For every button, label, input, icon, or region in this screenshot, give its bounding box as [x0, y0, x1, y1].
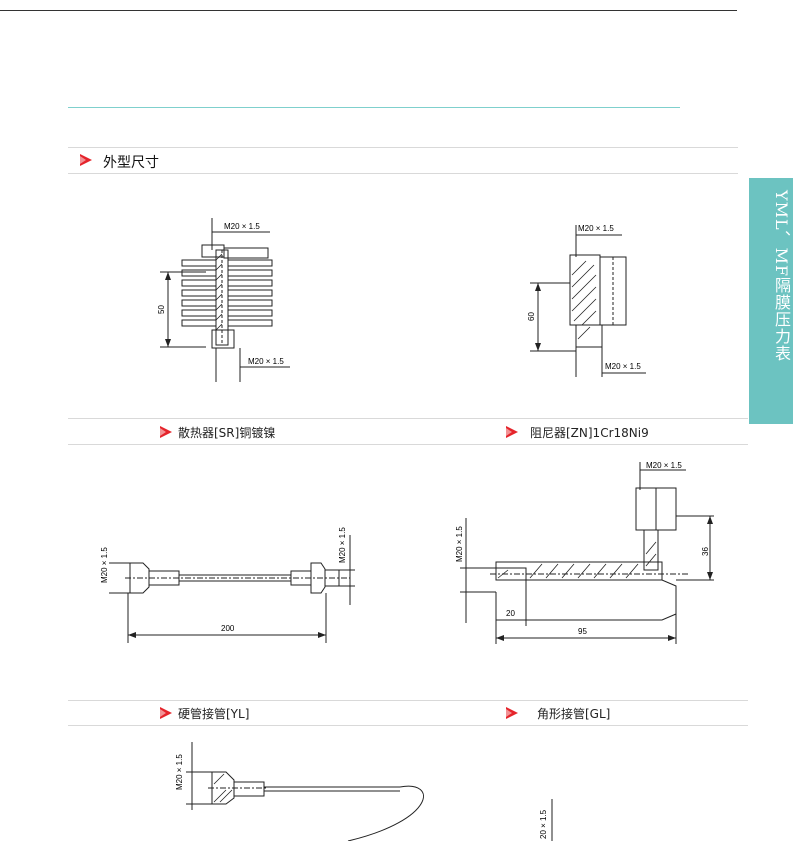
- angle-pipe-drawing: M20 × 1.5 M20 × 1.5 36 20 95: [455, 461, 714, 644]
- caption-rule-2-bottom: [68, 725, 748, 726]
- caption-rule-1-bottom: [68, 444, 748, 445]
- side-tab: YML、MF隔膜压力表: [749, 178, 793, 424]
- angle-left-thread-label: M20 × 1.5: [455, 526, 464, 562]
- damper-top-thread-label: M20 × 1.5: [578, 224, 614, 233]
- page-top-rule: [0, 10, 737, 11]
- caption-rule-2-top: [68, 700, 748, 701]
- caption-rigid-pipe: 硬管接管[YL]: [178, 707, 250, 721]
- bottom-left-thread-label: M20 × 1.5: [175, 754, 184, 790]
- rigid-length-label: 200: [221, 624, 235, 633]
- section-rule-top: [68, 147, 738, 148]
- rigid-right-thread-label: M20 × 1.5: [338, 527, 347, 563]
- caption-marker-icon: [160, 426, 172, 438]
- section-marker-icon: [80, 154, 92, 166]
- angle-top-thread-label: M20 × 1.5: [646, 461, 682, 470]
- angle-inner-label: 20: [506, 609, 515, 618]
- side-tab-label: YML、MF隔膜压力表: [772, 190, 791, 363]
- caption-marker-icon: [160, 707, 172, 719]
- caption-rule-1-top: [68, 418, 748, 419]
- damper-drawing: M20 × 1.5 60 M20 × 1.5: [527, 224, 646, 377]
- radiator-height-label: 50: [157, 305, 166, 314]
- caption-angle-pipe: 角形接管[GL]: [537, 707, 611, 721]
- rigid-left-thread-label: M20 × 1.5: [100, 547, 109, 583]
- damper-height-label: 60: [527, 312, 536, 321]
- caption-marker-icon: [506, 426, 518, 438]
- accent-rule: [68, 107, 680, 108]
- caption-radiator: 散热器[SR]铜镀镍: [178, 426, 276, 440]
- section-title: 外型尺寸: [103, 155, 159, 171]
- bottom-right-drawing: 20 × 1.5: [539, 799, 553, 841]
- section-rule-bottom: [68, 173, 738, 174]
- radiator-top-thread-label: M20 × 1.5: [224, 222, 260, 231]
- caption-damper: 阻尼器[ZN]1Cr18Ni9: [530, 426, 649, 440]
- radiator-bottom-thread-label: M20 × 1.5: [248, 357, 284, 366]
- capillary-drawing: M20 × 1.5: [175, 742, 424, 841]
- bottom-right-thread-label: 20 × 1.5: [539, 809, 548, 839]
- rigid-pipe-drawing: M20 × 1.5 M20 × 1.5 200: [100, 527, 355, 643]
- damper-bottom-thread-label: M20 × 1.5: [605, 362, 641, 371]
- angle-height-label: 36: [701, 547, 710, 556]
- angle-length-label: 95: [578, 627, 587, 636]
- caption-marker-icon: [506, 707, 518, 719]
- radiator-drawing: M20 × 1.5 50 M20 × 1.5: [157, 218, 290, 382]
